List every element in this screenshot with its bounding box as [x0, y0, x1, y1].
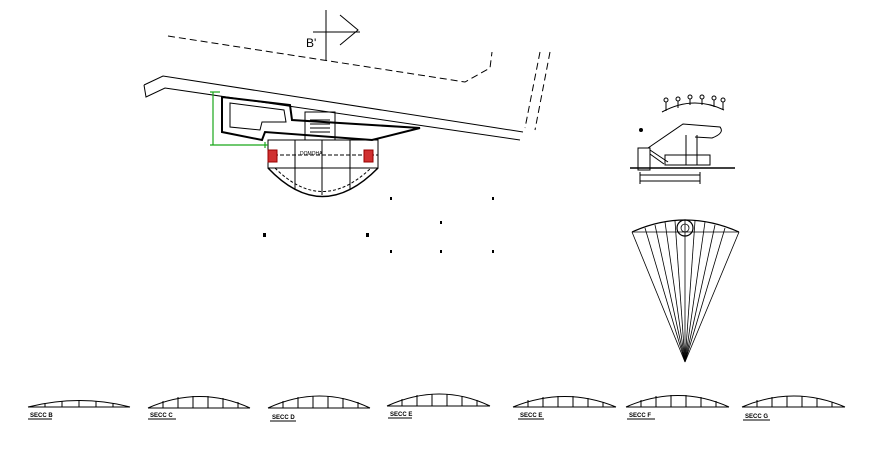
section-label-c: SECC C — [150, 413, 173, 419]
section-label-g: SECC G — [745, 414, 768, 420]
section-label-f: SECC F — [629, 413, 651, 419]
section-profile-b — [27, 400, 131, 408]
section-label-b: SECC B — [30, 413, 53, 419]
section-profile-f — [625, 395, 730, 408]
site-boundary — [167, 35, 551, 131]
section-profile-d — [267, 395, 371, 409]
road-band — [143, 75, 524, 141]
floor-plan — [221, 95, 421, 198]
section-label-e2: SECC E — [520, 413, 542, 419]
plan-room-label: DOMOHA — [300, 151, 323, 157]
section-profile-e — [386, 393, 491, 407]
section-label-d: SECC D — [272, 415, 295, 421]
section-labels: SECC B SECC C SECC D SECC E SECC E SECC … — [28, 412, 770, 422]
section-marker: B' — [306, 10, 360, 60]
point-marks — [263, 197, 494, 253]
radial-fan-drawing — [631, 219, 740, 363]
section-label-e: SECC E — [390, 412, 412, 418]
elevation-drawing — [630, 94, 735, 184]
dimension-lines — [210, 91, 268, 148]
section-profile-g — [741, 395, 846, 408]
section-profiles — [27, 393, 846, 409]
section-profile-c — [147, 396, 251, 409]
section-profile-e2 — [512, 396, 617, 408]
section-marker-label: B' — [306, 36, 316, 50]
